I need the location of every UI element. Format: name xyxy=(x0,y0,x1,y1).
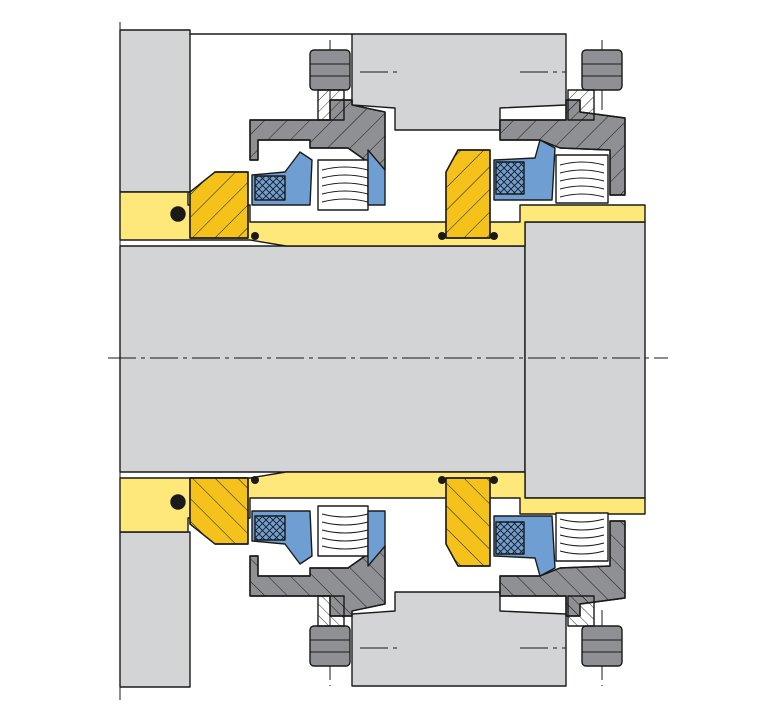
seal-right-bottom xyxy=(438,476,626,667)
bolt xyxy=(309,595,351,667)
housing-block-bottom xyxy=(351,591,567,687)
bolt xyxy=(309,49,351,121)
spring xyxy=(317,505,369,557)
secondary-seal xyxy=(254,175,286,201)
housing-wall-lower xyxy=(119,531,191,688)
o-ring xyxy=(170,206,186,222)
bolt xyxy=(567,49,623,121)
housing-wall xyxy=(119,22,191,700)
spring xyxy=(555,512,609,562)
shaft xyxy=(119,221,646,499)
spring xyxy=(555,154,609,204)
seal-right-top xyxy=(438,49,626,240)
shaft-end xyxy=(524,221,646,499)
shaft-body xyxy=(119,245,526,473)
bolt xyxy=(567,595,623,667)
seal-left-bottom xyxy=(170,476,386,667)
spring xyxy=(317,159,369,211)
secondary-seal xyxy=(495,161,525,195)
housing-wall-upper xyxy=(119,29,191,193)
seal-left-top xyxy=(170,49,386,240)
seal-chamber-housing xyxy=(189,33,567,687)
